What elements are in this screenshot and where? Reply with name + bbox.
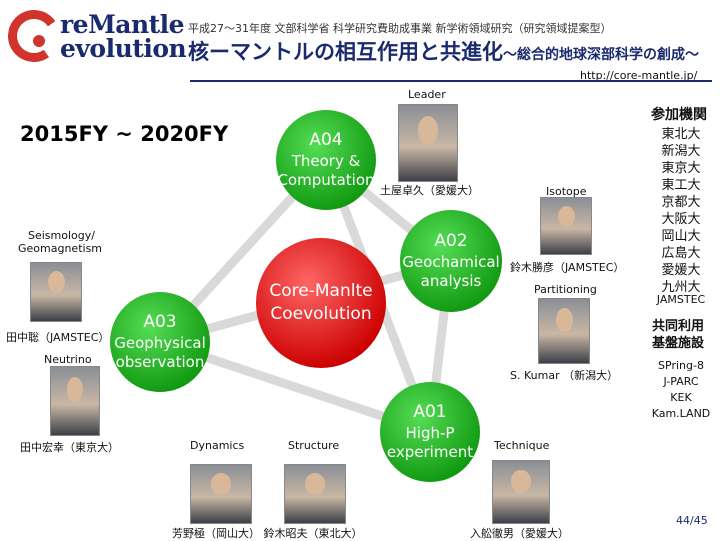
irifune-name: 入舩徹男（愛媛大） <box>470 527 569 540</box>
institution-item: 京都大 <box>661 195 701 210</box>
node-a03-line2: observation <box>115 353 205 371</box>
isotope-photo <box>540 197 592 255</box>
seismology-label: Seismology/ <box>28 229 95 242</box>
tanaka-jamstec-name: 田中聡（JAMSTEC） <box>6 331 110 344</box>
facility-item: KEK <box>670 391 692 404</box>
leader-name: 土屋卓久（愛媛大） <box>380 184 479 197</box>
kumar-name: S. Kumar （新潟大） <box>510 369 619 382</box>
node-a02: A02 Geochamical analysis <box>400 210 502 312</box>
isotope-label: Isotope <box>546 185 587 198</box>
institution-item: 大阪大 <box>661 212 701 227</box>
institution-item: 九州大 <box>661 280 701 295</box>
center-line2: Coevolution <box>270 304 372 324</box>
facility-item: J-PARC <box>663 375 699 388</box>
center-line1: Core-Manlte <box>269 281 373 301</box>
node-a03: A03 Geophysical observation <box>110 292 210 392</box>
dynamics-photo <box>190 464 252 524</box>
header-title-main: 核ーマントルの相互作用と共進化 <box>188 40 503 64</box>
structure-photo <box>284 464 346 524</box>
structure-label: Structure <box>288 439 340 452</box>
node-a03-line1: Geophysical <box>114 334 206 352</box>
partitioning-label: Partitioning <box>534 283 597 296</box>
node-a04: A04 Theory & Computation <box>276 110 376 210</box>
tanaka-jamstec-photo <box>30 262 82 322</box>
institution-item: 東北大 <box>661 127 701 142</box>
institution-item: 新潟大 <box>661 144 701 159</box>
dynamics-label: Dynamics <box>190 439 245 452</box>
leader-label: Leader <box>408 88 446 101</box>
institution-item: JAMSTEC <box>656 293 706 306</box>
institutions-heading: 参加機関 <box>651 107 707 123</box>
logo-dot <box>33 35 45 47</box>
node-a02-code: A02 <box>434 231 468 251</box>
tanaka-tokyo-name: 田中宏幸（東京大） <box>20 441 119 454</box>
header-subtitle: 平成27〜31年度 文部科学省 科学研究費助成事業 新学術領域研究（研究領域提案… <box>188 22 612 35</box>
institution-item: 岡山大 <box>661 229 701 244</box>
node-a04-line2: Computation <box>277 171 375 189</box>
logo-text-line2: evolution <box>60 34 187 63</box>
node-a01-line1: High-P <box>405 424 455 442</box>
header-divider <box>190 80 712 82</box>
node-a04-code: A04 <box>309 130 343 150</box>
node-a02-line2: analysis <box>420 272 482 290</box>
node-a01-code: A01 <box>413 402 447 422</box>
technique-label: Technique <box>494 439 550 452</box>
tanaka-tokyo-photo <box>50 366 100 436</box>
suzuki-name: 鈴木勝彦（JAMSTEC） <box>510 261 625 274</box>
institution-item: 東京大 <box>661 161 701 176</box>
header-title-suffix: 〜総合的地球深部科学の創成〜 <box>503 47 699 63</box>
period-title: 2015FY ~ 2020FY <box>20 122 229 146</box>
facility-item: SPring-8 <box>658 359 704 372</box>
institution-item: 東工大 <box>661 178 701 193</box>
technique-photo <box>492 460 550 524</box>
leader-photo <box>398 104 458 182</box>
bottom-names: 芳野極（岡山大） 鈴木昭夫（東北大） <box>172 527 363 540</box>
institution-item: 愛媛大 <box>661 263 701 278</box>
neutrino-label: Neutrino <box>44 353 92 366</box>
site-url[interactable]: http://core-mantle.jp/ <box>580 69 698 82</box>
facilities-heading: 共同利用 基盤施設 <box>652 318 704 352</box>
logo-text-line1: reMantle <box>60 10 185 39</box>
node-a03-code: A03 <box>143 312 177 332</box>
node-a01: A01 High-P experiment <box>380 382 480 482</box>
institution-item: 広島大 <box>661 246 701 261</box>
node-a04-line1: Theory & <box>291 152 361 170</box>
facility-item: Kam.LAND <box>651 407 711 420</box>
facilities-heading-line1: 共同利用 <box>652 319 705 334</box>
facilities-heading-line2: 基盤施設 <box>652 336 705 351</box>
header-title: 核ーマントルの相互作用と共進化〜総合的地球深部科学の創成〜 <box>188 36 699 66</box>
geomagnetism-label: Geomagnetism <box>18 242 103 255</box>
node-a01-line2: experiment <box>386 443 474 461</box>
node-a02-line1: Geochamical <box>402 253 500 271</box>
kumar-photo <box>538 298 590 364</box>
page-number: 44/45 <box>676 514 708 527</box>
center-coevolution-circle: Core-Manlte Coevolution <box>256 238 386 368</box>
